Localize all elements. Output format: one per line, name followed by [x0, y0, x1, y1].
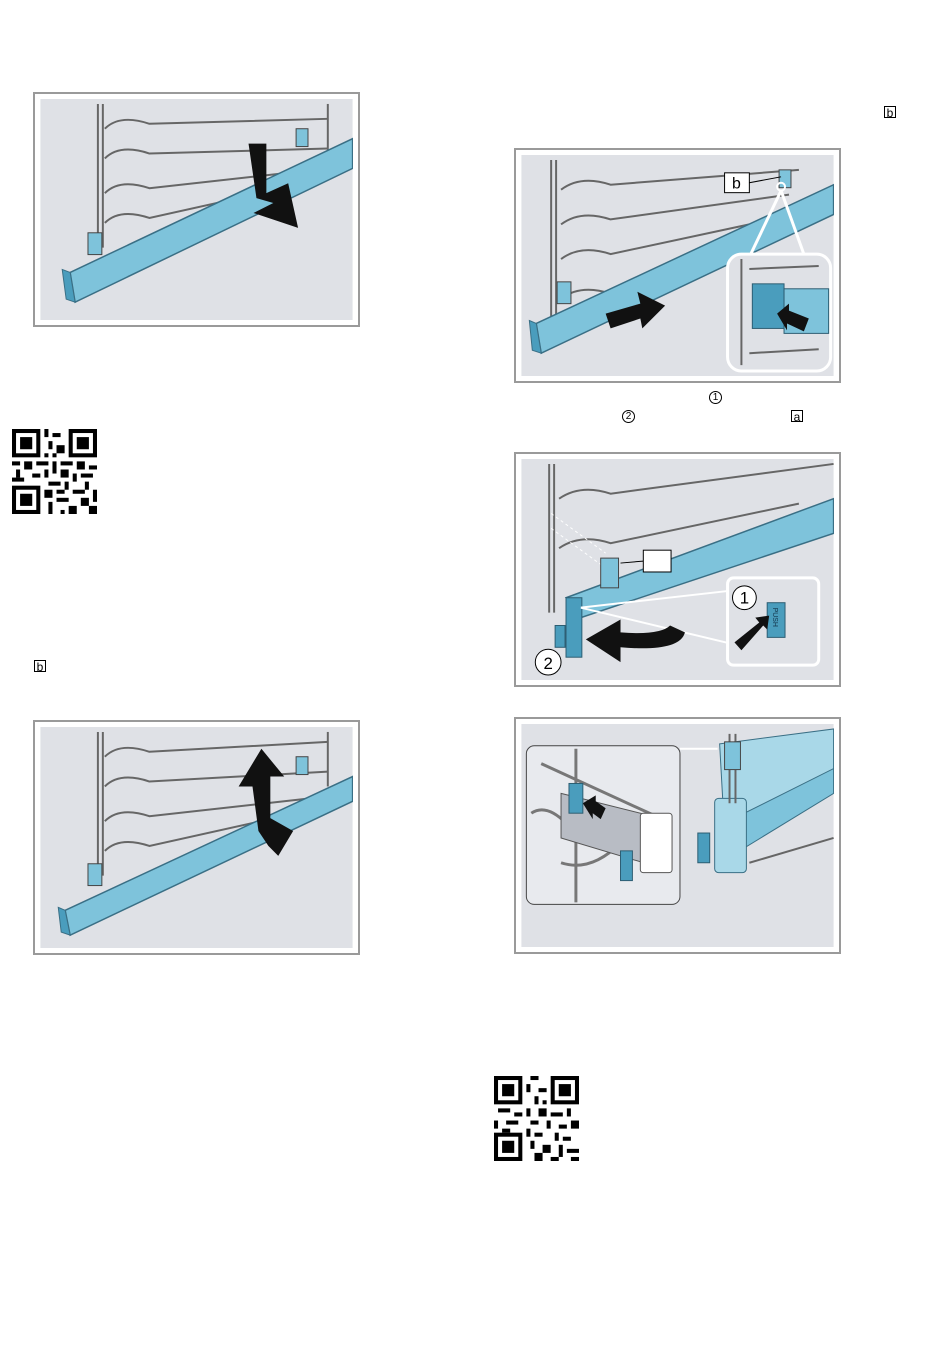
- callout-b: b: [732, 176, 741, 193]
- step-1-ref: 1: [709, 391, 722, 404]
- rail-end-detail-illustration: [521, 724, 834, 947]
- step-2-ref: 2: [622, 410, 635, 423]
- figure-rail-pull-down: [33, 92, 360, 327]
- clip-release-illustration: PUSH 1 2: [521, 459, 834, 680]
- push-label: PUSH: [771, 608, 778, 627]
- ref-a: a: [791, 410, 803, 422]
- ref-b-left: b: [34, 660, 46, 672]
- step-2-label: 2: [543, 654, 552, 673]
- qr-code-bottom: [494, 1076, 579, 1161]
- figure-clip-release: PUSH 1 2: [514, 452, 841, 687]
- step-1-label: 1: [740, 589, 749, 608]
- rail-slide-illustration: b: [521, 155, 834, 376]
- figure-rail-slide-clip: b: [514, 148, 841, 383]
- rail-pull-down-illustration: [40, 99, 353, 320]
- ref-b-top-right: b: [884, 106, 896, 118]
- figure-rail-end-detail: [514, 717, 841, 954]
- qr-code-left: [12, 429, 97, 514]
- rail-push-up-illustration: [40, 727, 353, 948]
- figure-rail-push-up: [33, 720, 360, 955]
